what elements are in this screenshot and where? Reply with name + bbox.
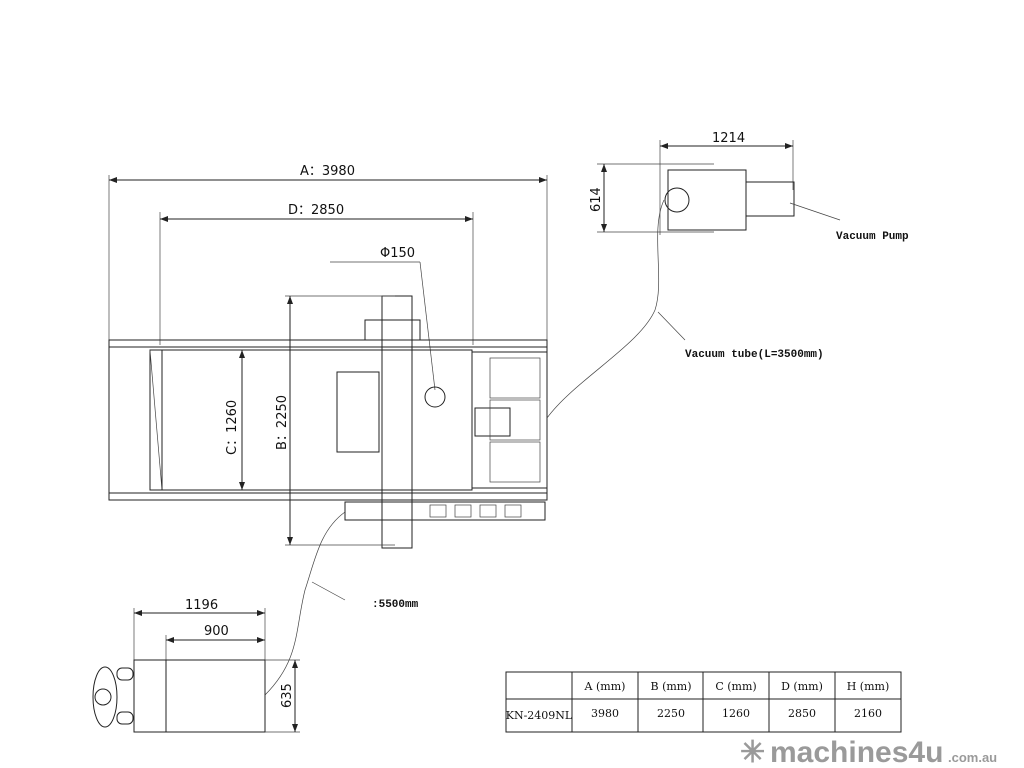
dimension-b: B：2250 <box>275 295 395 546</box>
header-a: A (mm) <box>584 680 626 693</box>
cnc-machine-table <box>108 295 548 549</box>
cable-length-label: :5500mm <box>372 599 419 611</box>
header-b: B (mm) <box>650 680 691 693</box>
header-h: H (mm) <box>847 680 890 693</box>
desk-width-label: 1196 <box>185 598 218 613</box>
cell-a: 3980 <box>591 707 619 720</box>
spec-table: A (mm) B (mm) C (mm) D (mm) H (mm) KN-24… <box>505 671 902 733</box>
dimension-phi: Φ150 <box>330 246 436 391</box>
vacuum-pump: 1214 614 Vacuum Pump <box>589 131 909 243</box>
control-cable <box>264 511 346 696</box>
pump-width-label: 1214 <box>712 131 745 146</box>
header-d: D (mm) <box>781 680 823 693</box>
cell-c: 1260 <box>722 707 750 720</box>
dimension-a: A：3980 <box>108 164 548 345</box>
dimension-phi-label: Φ150 <box>380 246 415 261</box>
desk-inner-label: 900 <box>204 624 229 639</box>
watermark-brand: machines4u <box>770 736 943 768</box>
watermark-domain: .com.au <box>948 750 997 765</box>
cell-d: 2850 <box>788 707 816 720</box>
vacuum-tube-label: Vacuum tube(L=3500mm) <box>685 349 824 361</box>
vacuum-pump-label: Vacuum Pump <box>836 231 909 243</box>
cell-model: KN-2409NL <box>506 709 573 722</box>
watermark-star-icon: ✳ <box>740 736 765 768</box>
dimension-c: C：1260 <box>225 350 245 490</box>
dimension-a-label: A：3980 <box>300 164 355 179</box>
cell-b: 2250 <box>657 707 685 720</box>
dimension-d: D：2850 <box>159 203 474 345</box>
pump-depth-label: 614 <box>589 187 604 212</box>
header-c: C (mm) <box>715 680 756 693</box>
vacuum-tube <box>546 199 665 419</box>
dimension-c-label: C：1260 <box>225 400 240 455</box>
desk-depth-label: 635 <box>280 683 295 708</box>
dimension-d-label: D：2850 <box>288 203 344 218</box>
operator-figure <box>92 666 134 728</box>
dimension-b-label: B：2250 <box>275 395 290 450</box>
cell-h: 2160 <box>854 707 882 720</box>
control-desk: 1196 900 635 <box>92 598 300 733</box>
watermark-logo: ✳ machines4u .com.au <box>740 736 997 768</box>
